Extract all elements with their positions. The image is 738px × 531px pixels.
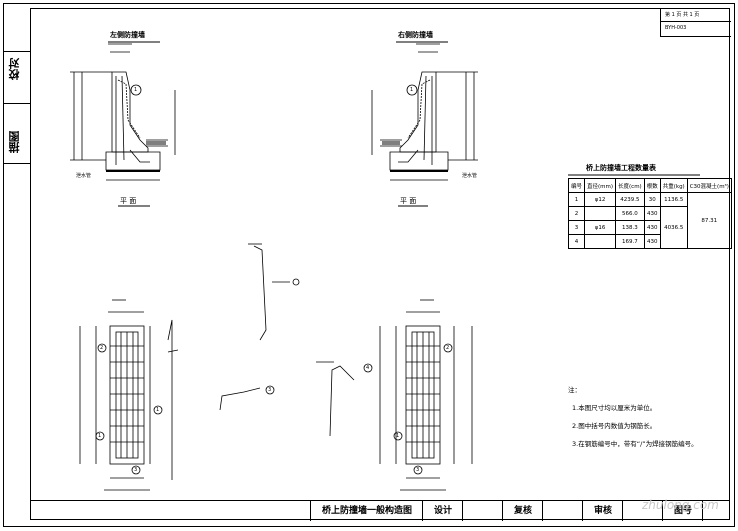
th-no: 编号 (567, 178, 586, 193)
cell: 138.3 (615, 220, 645, 235)
callout-le-1: 1 (156, 407, 160, 413)
cell: 4239.5 (615, 192, 645, 207)
sheet-info-box: 第 1 页 共 1 页 BYH-003 (660, 8, 731, 37)
rebar-sketch-3 (329, 365, 355, 437)
drain-label-left: 泄水管 (76, 173, 92, 179)
note-3: 3.在钢筋编号中，带有“/”为焊接钢筋编号。 (572, 440, 698, 448)
number-value (702, 501, 731, 521)
review-value (542, 501, 583, 521)
sheet-page-label: 第 1 页 共 1 页 (665, 12, 700, 18)
cell: φ12 (584, 192, 617, 207)
cell-concrete: 87.31 (686, 192, 732, 249)
sheet-code-label: BYH-003 (665, 25, 687, 31)
callout-le-2: 2 (100, 345, 104, 351)
th-len: 长度(cm) (615, 178, 645, 193)
cell-weight: 4036.5 (659, 206, 688, 249)
callout-re-3: 3 (416, 467, 420, 473)
quantity-table: 编号 直径(mm) 长度(cm) 根数 共重(kg) C30混凝土(m³) 1 … (567, 178, 732, 249)
table-row: 2 566.0 430 4036.5 (567, 206, 732, 249)
number-label: 图号 (662, 501, 703, 521)
right-elevation (379, 299, 473, 491)
rebar-sketch-2 (219, 387, 261, 411)
table-title: 桥上防撞墙工程数量表 (586, 164, 656, 172)
th-dia: 直径(mm) (584, 178, 617, 193)
callout-re-1: 1 (396, 433, 400, 439)
title-block: 桥上防撞墙一般构造图 设计 复核 审核 图号 (30, 500, 730, 521)
cell: 1136.5 (659, 192, 688, 207)
drawing-frame (30, 8, 730, 520)
th-weight: 共重(kg) (659, 178, 688, 193)
review-label: 复核 (502, 501, 543, 521)
drain-label-right: 泄水管 (462, 173, 478, 179)
cell: 169.7 (615, 234, 645, 249)
left-view-title: 左侧防撞墙 (110, 31, 145, 39)
callout-right-1: 1 (410, 87, 414, 93)
callout-center-4: 4 (366, 365, 370, 371)
design-value (462, 501, 503, 521)
left-elevation (79, 299, 179, 491)
approve-label: 审核 (582, 501, 623, 521)
approve-value (622, 501, 663, 521)
th-concrete: C30混凝土(m³) (686, 178, 732, 193)
notes-heading: 注： (568, 386, 581, 394)
rebar-sketch-1 (253, 245, 267, 341)
note-1: 1.本图尺寸均以厘米为单位。 (572, 404, 657, 412)
cell: 1 (567, 192, 586, 207)
cell (584, 206, 617, 221)
cell: 430 (643, 206, 661, 221)
left-plan-label: 平 面 (120, 197, 137, 205)
left-section-view (70, 43, 176, 181)
cell: 2 (567, 206, 586, 221)
outer-border (3, 3, 735, 527)
drawing-title: 桥上防撞墙一般构造图 (310, 501, 423, 521)
callout-re-2: 2 (446, 345, 450, 351)
watermark: zhulong.com (642, 498, 719, 512)
table-row: 3 φ16 138.3 430 (567, 220, 732, 235)
cell: 4 (567, 234, 586, 249)
right-section-view (371, 43, 478, 181)
cell (584, 234, 617, 249)
right-view-title: 右侧防撞墙 (398, 31, 433, 39)
cell: 430 (643, 234, 661, 249)
th-count: 根数 (643, 178, 661, 193)
callout-center-3: 3 (268, 387, 272, 393)
side-column: 校对 描图 (3, 3, 30, 527)
callout-left-1: 1 (134, 87, 138, 93)
cell: 566.0 (615, 206, 645, 221)
callout-le-1b: 1 (98, 433, 102, 439)
design-label: 设计 (422, 501, 463, 521)
note-2: 2.图中括号内数值为钢筋长。 (572, 422, 657, 430)
right-plan-label: 平 面 (400, 197, 417, 205)
callout-le-3: 3 (134, 467, 138, 473)
cell: 430 (643, 220, 661, 235)
table-row: 4 169.7 430 (567, 234, 732, 249)
cell: 30 (643, 192, 661, 207)
cell: 3 (567, 220, 586, 235)
cell: φ16 (584, 220, 617, 235)
table-header-row: 编号 直径(mm) 长度(cm) 根数 共重(kg) C30混凝土(m³) (567, 178, 732, 193)
table-row: 1 φ12 4239.5 30 1136.5 87.31 (567, 192, 732, 249)
